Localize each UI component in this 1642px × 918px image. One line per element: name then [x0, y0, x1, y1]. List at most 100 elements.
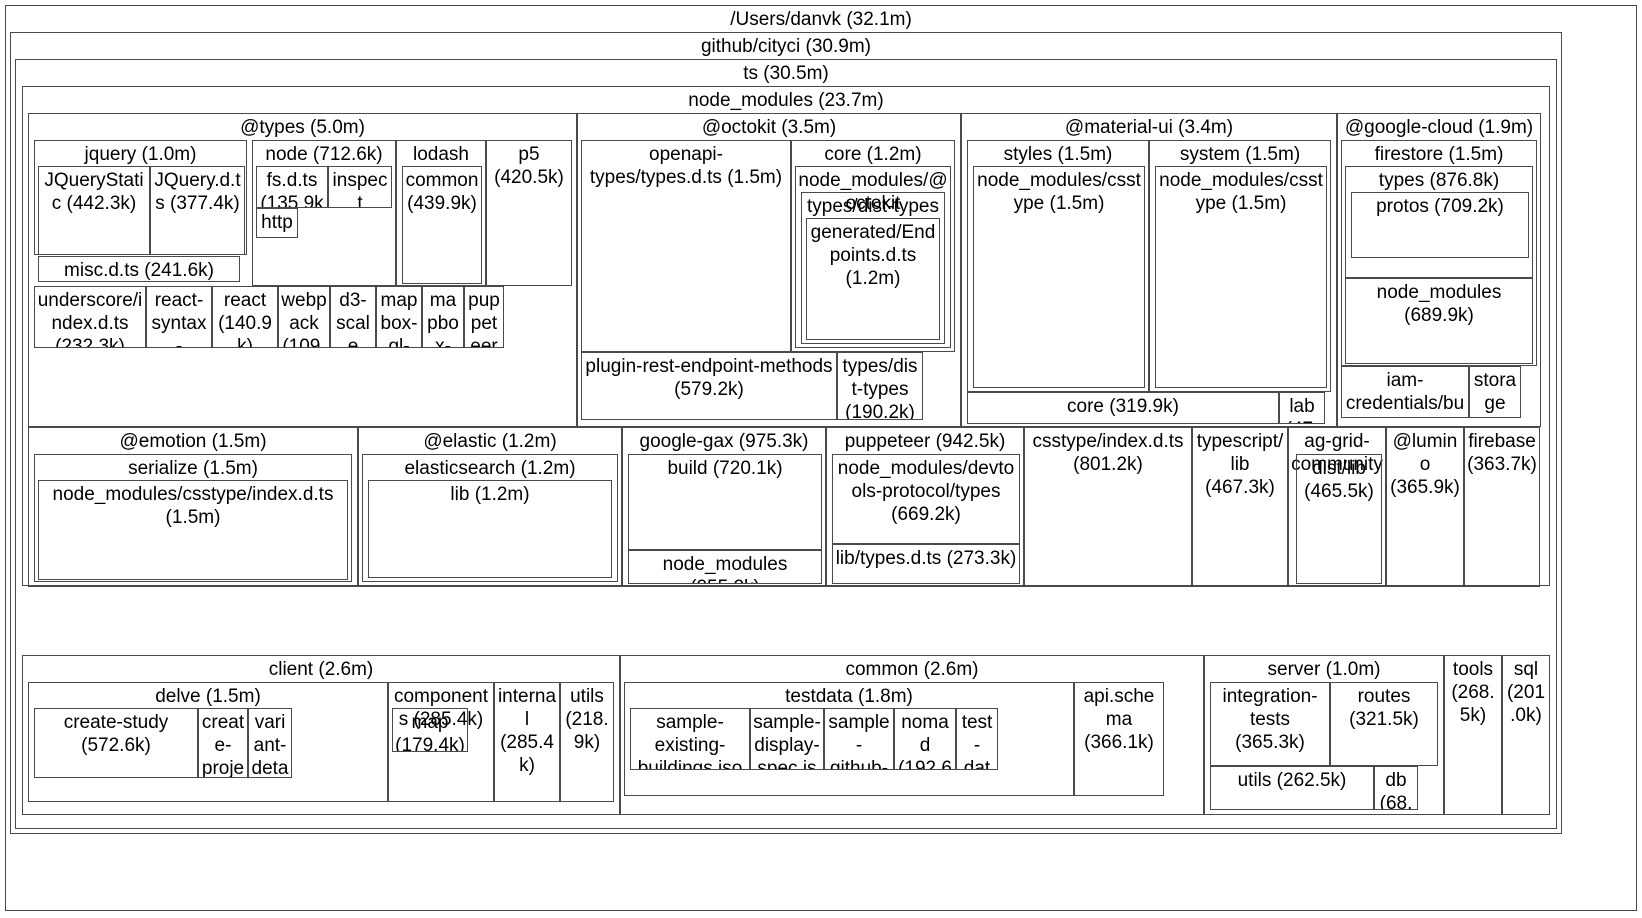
treemap-cell-node[interactable]: node (712.6k)	[252, 140, 396, 286]
treemap-cell-firebase[interactable]: firebase (363.7k)	[1464, 427, 1540, 587]
treemap-cell-puplib[interactable]: lib/types.d.ts (273.3k)	[832, 544, 1020, 584]
treemap-cell-client[interactable]: client (2.6m)	[22, 655, 620, 815]
treemap-cell-label: api.schema (366.1k)	[1083, 686, 1155, 753]
treemap-cell-gaxnm[interactable]: node_modules (255.2k)	[628, 550, 822, 584]
treemap-cell-components[interactable]: components (285.4k)	[388, 682, 494, 802]
treemap-cell-storage[interactable]: storage (94.6k)	[1469, 366, 1521, 418]
treemap-cell-label: node_modules (689.9k)	[1376, 282, 1502, 326]
treemap-cell-pupdev[interactable]: node_modules/devtools-protocol/types (66…	[832, 454, 1020, 544]
treemap-cell-mapboxidx[interactable]: mapbox-gl/index (86.9k)	[422, 286, 464, 348]
treemap-cell-gaxbuild[interactable]: build (720.1k)	[628, 454, 822, 550]
treemap-cell-firestore[interactable]: firestore (1.5m)	[1341, 140, 1537, 366]
treemap-cell-github[interactable]: github/cityci (30.9m)	[10, 32, 1562, 834]
treemap-cell-label: common (439.9k)	[405, 170, 479, 214]
treemap-cell-plugin[interactable]: plugin-rest-endpoint-methods (579.2k)	[581, 352, 837, 420]
treemap-cell-mui[interactable]: @material-ui (3.4m)	[961, 113, 1337, 427]
treemap-cell-node_modules[interactable]: node_modules (23.7m)	[22, 86, 1550, 586]
treemap-cell-ts[interactable]: ts (30.5m)	[15, 59, 1557, 829]
treemap-cell-variant[interactable]: variant-details (151.0k)	[248, 708, 292, 778]
treemap-cell-iam[interactable]: iam-credentials/build (207.0k)	[1341, 366, 1469, 418]
treemap-cell-inspect[interactable]: inspect (120.6k)	[328, 166, 392, 208]
treemap-cell-nomad[interactable]: nomad (192.6k)	[894, 708, 956, 770]
treemap-cell-serialize[interactable]: serialize (1.5m)	[34, 454, 352, 582]
treemap-cell-lumino[interactable]: @lumino (365.9k)	[1386, 427, 1464, 587]
treemap-cell-okgen[interactable]: generated/Endpoints.d.ts (1.2m)	[806, 218, 940, 340]
treemap-cell-sdisplay[interactable]: sample-display-spec.json	[750, 708, 824, 770]
treemap-cell-mapboxdraw[interactable]: mapbox-gl-draw	[376, 286, 422, 348]
treemap-cell-testdata2[interactable]: test-data.ts (137.0k)	[956, 708, 998, 770]
treemap-cell-createstudy[interactable]: create-study (572.6k)	[34, 708, 198, 778]
treemap-cell-csstype[interactable]: csstype/index.d.ts (801.2k)	[1024, 427, 1192, 587]
treemap-cell-misc[interactable]: misc.d.ts (241.6k)	[38, 256, 240, 282]
treemap-cell-label: react-syntax-highlighter	[151, 290, 207, 348]
treemap-cell-testdata[interactable]: testdata (1.8m)	[624, 682, 1074, 796]
treemap-cell-jqdts[interactable]: JQuery.d.ts (377.4k)	[150, 166, 245, 255]
treemap-cell-routes[interactable]: routes (321.5k)	[1330, 682, 1438, 766]
treemap-cell-label: @material-ui (3.4m)	[1064, 117, 1234, 138]
treemap-cell-gcloud[interactable]: @google-cloud (1.9m)	[1337, 113, 1541, 427]
treemap-cell-okdist[interactable]: types/dist-types	[801, 192, 945, 344]
treemap-cell-typescript[interactable]: typescript/lib (467.3k)	[1192, 427, 1288, 587]
treemap-cell-muilab[interactable]: lab (47.0k)	[1279, 392, 1325, 424]
treemap-cell-lodashcommon[interactable]: common (439.9k)	[402, 166, 482, 284]
treemap-cell-jqstatic[interactable]: JQueryStatic (442.3k)	[38, 166, 150, 255]
treemap-cell-tools[interactable]: tools (268.5k)	[1444, 655, 1502, 815]
treemap-cell-emotion[interactable]: @emotion (1.5m)	[28, 427, 358, 587]
treemap-cell-common[interactable]: common (2.6m)	[620, 655, 1204, 815]
treemap-cell-label: lib (1.2m)	[450, 484, 530, 505]
treemap-cell-elastic[interactable]: @elastic (1.2m)	[358, 427, 622, 587]
treemap-cell-react[interactable]: react (140.9k)	[212, 286, 278, 348]
treemap-cell-label: elasticsearch (1.2m)	[404, 458, 576, 479]
treemap-cell-server[interactable]: server (1.0m)	[1204, 655, 1444, 815]
treemap-cell-cutils[interactable]: utils (218.9k)	[560, 682, 614, 802]
treemap-cell-apischema[interactable]: api.schema (366.1k)	[1074, 682, 1164, 796]
treemap-cell-muistyles[interactable]: styles (1.5m)	[967, 140, 1149, 392]
treemap-cell-fsnm[interactable]: node_modules (689.9k)	[1345, 278, 1533, 364]
treemap-cell-label: p5 (420.5k)	[494, 144, 564, 188]
treemap-cell-sgithub[interactable]: sample-github-configs.	[824, 708, 894, 770]
treemap-cell-fstypes[interactable]: types (876.8k)	[1345, 166, 1533, 278]
treemap-cell-createproj[interactable]: create-project-new	[198, 708, 248, 778]
treemap-cell-rsh[interactable]: react-syntax-highlighter	[146, 286, 212, 348]
treemap-cell-okcore[interactable]: core (1.2m)	[791, 140, 955, 352]
treemap-cell-puppeteer_t[interactable]: puppeteer (84.4k)	[464, 286, 504, 348]
treemap-cell-muisystemcss[interactable]: node_modules/csstype (1.5m)	[1155, 166, 1327, 388]
treemap-cell-protos[interactable]: protos (709.2k)	[1351, 192, 1529, 258]
treemap-cell-types[interactable]: @types (5.0m)	[28, 113, 577, 427]
treemap-cell-eslib[interactable]: lib (1.2m)	[368, 480, 612, 578]
treemap-cell-fsdts[interactable]: fs.d.ts (135.9k)	[256, 166, 328, 208]
treemap-cell-emocss[interactable]: node_modules/csstype/index.d.ts (1.5m)	[38, 480, 348, 580]
treemap-cell-aggriddist[interactable]: dist/lib (465.5k)	[1296, 454, 1382, 584]
treemap-cell-oktypes[interactable]: types/dist-types (190.2k)	[837, 352, 923, 420]
treemap-cell-delve[interactable]: delve (1.5m)	[28, 682, 388, 802]
treemap-cell-users[interactable]: /Users/danvk (32.1m)	[5, 5, 1637, 911]
treemap-cell-p5[interactable]: p5 (420.5k)	[486, 140, 572, 286]
treemap-cell-muistylescss[interactable]: node_modules/csstype (1.5m)	[973, 166, 1145, 388]
treemap-cell-webpack[interactable]: webpack (109.7k)	[278, 286, 330, 348]
treemap-cell-label: github/cityci (30.9m)	[700, 36, 871, 57]
treemap-cell-aggrid[interactable]: ag-grid-community	[1288, 427, 1386, 587]
treemap-cell-d3scale[interactable]: d3-scale (97.4k)	[330, 286, 376, 348]
treemap-cell-map[interactable]: map (179.4k)	[392, 708, 468, 752]
treemap-cell-sutils[interactable]: utils (262.5k)	[1210, 766, 1374, 810]
treemap-cell-db[interactable]: db (68.8k)	[1374, 766, 1418, 810]
treemap-cell-label: sample-display-spec.json	[753, 712, 821, 770]
treemap-cell-octokit[interactable]: @octokit (3.5m)	[577, 113, 961, 427]
treemap-cell-label: internal (285.4k)	[497, 686, 557, 776]
treemap-cell-muisystem[interactable]: system (1.5m)	[1149, 140, 1331, 392]
treemap-cell-es[interactable]: elasticsearch (1.2m)	[362, 454, 618, 582]
treemap-cell-oknm[interactable]: node_modules/@octokit	[795, 166, 951, 348]
treemap-cell-sexisting[interactable]: sample-existing-buildings.json	[630, 708, 750, 770]
treemap-cell-label: JQuery.d.ts (377.4k)	[154, 170, 241, 214]
treemap-cell-muicore[interactable]: core (319.9k)	[967, 392, 1279, 424]
treemap-cell-pup[interactable]: puppeteer (942.5k)	[826, 427, 1024, 587]
treemap-cell-gax[interactable]: google-gax (975.3k)	[622, 427, 826, 587]
treemap-cell-openapi[interactable]: openapi-types/types.d.ts (1.5m)	[581, 140, 791, 352]
treemap-cell-sql[interactable]: sql (201.0k)	[1502, 655, 1550, 815]
treemap-cell-internal[interactable]: internal (285.4k)	[494, 682, 560, 802]
treemap-cell-http2[interactable]: http2 (55.4k)	[256, 208, 298, 238]
treemap-cell-integration[interactable]: integration-tests (365.3k)	[1210, 682, 1330, 766]
treemap-cell-underscore[interactable]: underscore/index.d.ts (232.3k)	[34, 286, 146, 348]
treemap-cell-label: csstype/index.d.ts (801.2k)	[1032, 431, 1184, 475]
treemap-cell-lodash[interactable]: lodash	[396, 140, 486, 286]
